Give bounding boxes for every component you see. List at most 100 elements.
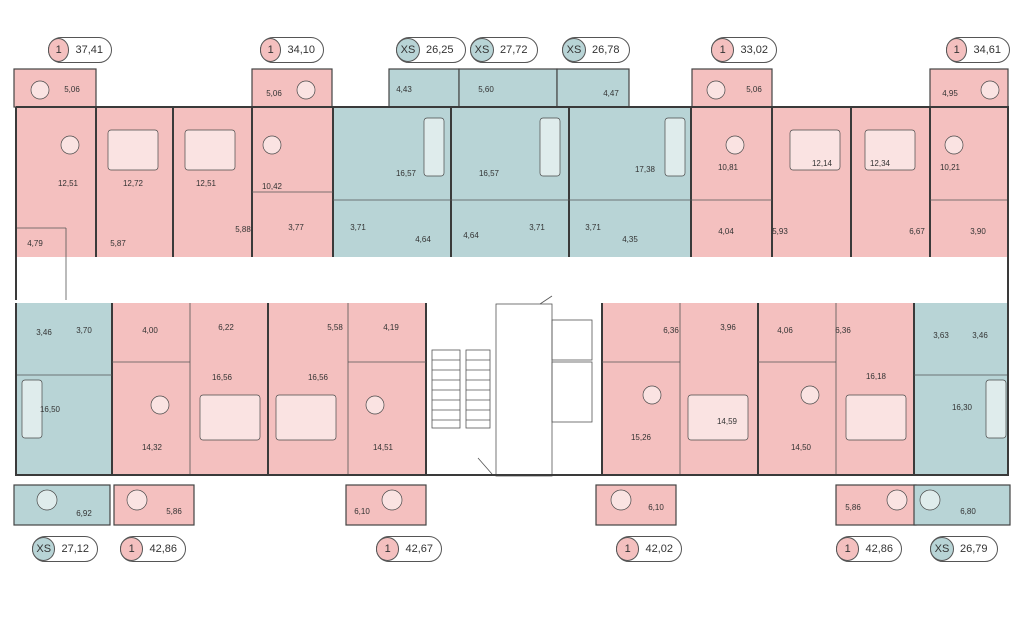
balcony-top-5[interactable]	[556, 68, 630, 108]
service-area-label: 6,22	[218, 323, 234, 332]
furniture	[21, 80, 1007, 511]
apartment-badge[interactable]: XS 26,25	[396, 37, 466, 63]
apartment-badge[interactable]: XS 26,78	[562, 37, 630, 63]
balcony-area-label: 4,47	[603, 89, 619, 98]
apartment-type: XS	[32, 537, 56, 561]
corridor	[16, 257, 1008, 303]
service-area-label: 3,46	[36, 328, 52, 337]
service-area-label: 5,93	[772, 227, 788, 236]
service-area-label: 3,96	[720, 323, 736, 332]
apartment-area: 27,12	[61, 543, 89, 555]
apartment-type: XS	[470, 38, 494, 62]
room-area-label: 12,14	[812, 159, 833, 168]
apartment-area: 42,02	[645, 543, 673, 555]
apartment-type: XS	[930, 537, 954, 561]
balcony-top-4[interactable]	[458, 68, 558, 108]
balcony-area-label: 4,95	[942, 89, 958, 98]
apartment-badge[interactable]: 1 42,86	[836, 536, 902, 562]
balcony-top-3[interactable]	[388, 68, 460, 108]
apartment-badge[interactable]: 1 42,86	[120, 536, 186, 562]
room-area-label: 14,50	[791, 443, 812, 452]
balcony-area-label: 6,80	[960, 507, 976, 516]
balcony-bottom-4[interactable]	[595, 484, 677, 526]
balcony-top-2[interactable]	[251, 68, 333, 108]
apartment-area: 33,02	[740, 44, 768, 56]
apartment-type: 1	[260, 38, 282, 62]
room-area-label: 16,30	[952, 403, 973, 412]
room-area-label: 16,56	[212, 373, 233, 382]
service-area-label: 5,58	[327, 323, 343, 332]
apartment-badge[interactable]: 1 34,61	[946, 37, 1010, 63]
apartment-area: 42,86	[865, 543, 893, 555]
balcony-area-label: 5,06	[266, 89, 282, 98]
outer-wall	[15, 106, 1009, 476]
room-area-label: 16,57	[396, 169, 417, 178]
room-area-label: 14,59	[717, 417, 738, 426]
balcony-bottom-1[interactable]	[13, 484, 111, 526]
apartment-badge[interactable]: XS 27,12	[32, 536, 98, 562]
apartment-type: 1	[376, 537, 400, 561]
apartment-type: 1	[946, 38, 968, 62]
service-area-label: 3,71	[529, 223, 545, 232]
apartment-type: 1	[616, 537, 640, 561]
room-area-label: 12,51	[196, 179, 217, 188]
room-area-label: 12,51	[58, 179, 79, 188]
service-area-label: 3,90	[970, 227, 986, 236]
apartment-type: 1	[120, 537, 144, 561]
balcony-area-label: 5,06	[746, 85, 762, 94]
apartment-badge[interactable]: XS 26,79	[930, 536, 998, 562]
apartment-badge[interactable]: XS 27,72	[470, 37, 538, 63]
apartment-area: 42,86	[149, 543, 177, 555]
room-area-label: 12,34	[870, 159, 891, 168]
apartment-badge[interactable]: 1 42,67	[376, 536, 442, 562]
service-area-label: 3,71	[350, 223, 366, 232]
balcony-bottom-2[interactable]	[113, 484, 195, 526]
service-area-label: 3,77	[288, 223, 304, 232]
service-area-label: 4,00	[142, 326, 158, 335]
room-area-label: 16,18	[866, 372, 887, 381]
room-area-label: 16,50	[40, 405, 61, 414]
service-area-label: 5,87	[110, 239, 126, 248]
service-area-label: 4,19	[383, 323, 399, 332]
balcony-area-label: 6,10	[354, 507, 370, 516]
service-area-label: 4,06	[777, 326, 793, 335]
balcony-area-label: 5,86	[845, 503, 861, 512]
room-area-label: 16,57	[479, 169, 500, 178]
balcony-area-label: 6,10	[648, 503, 664, 512]
room-area-label: 12,72	[123, 179, 144, 188]
balcony-area-label: 5,86	[166, 507, 182, 516]
service-area-label: 6,36	[835, 326, 851, 335]
apartment-area: 34,10	[287, 44, 315, 56]
apartment-area: 26,78	[592, 44, 620, 56]
service-area-label: 6,67	[909, 227, 925, 236]
apartment-bottom-3[interactable]	[268, 303, 426, 475]
apartment-area: 27,72	[500, 44, 528, 56]
service-area-label: 3,71	[585, 223, 601, 232]
service-area-label: 4,64	[463, 231, 479, 240]
service-area-label: 4,79	[27, 239, 43, 248]
service-area-label: 3,70	[76, 326, 92, 335]
service-area-label: 6,36	[663, 326, 679, 335]
service-area-label: 5,88	[235, 225, 251, 234]
area-labels: 5,06 5,06 4,43 5,60 4,47 5,06 4,95 12,51…	[27, 85, 988, 518]
service-area-label: 3,63	[933, 331, 949, 340]
bottom-balconies	[13, 484, 1011, 526]
apartment-type: XS	[562, 38, 586, 62]
apartment-badge[interactable]: 1 34,10	[260, 37, 324, 63]
room-area-label: 10,81	[718, 163, 739, 172]
apartment-badge[interactable]: 1 37,41	[48, 37, 112, 63]
apartment-area: 34,61	[973, 44, 1001, 56]
stairwell	[426, 303, 602, 483]
apartment-area: 37,41	[75, 44, 103, 56]
balcony-top-1[interactable]	[13, 68, 97, 108]
apartment-badge[interactable]: 1 33,02	[711, 37, 777, 63]
top-balconies	[13, 68, 1009, 108]
room-area-label: 14,32	[142, 443, 163, 452]
room-area-label: 10,42	[262, 182, 283, 191]
balcony-top-6[interactable]	[691, 68, 773, 108]
partitions	[16, 107, 1008, 475]
service-area-label: 4,64	[415, 235, 431, 244]
top-apartments	[16, 107, 1008, 272]
apartment-badge[interactable]: 1 42,02	[616, 536, 682, 562]
